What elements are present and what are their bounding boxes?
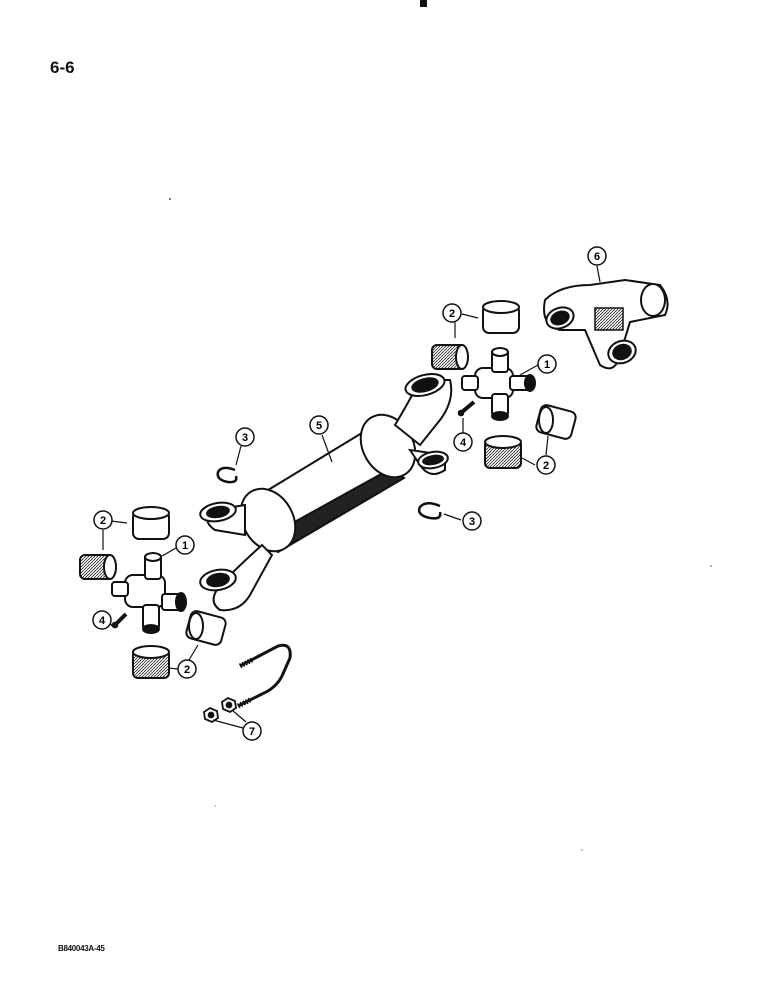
universal-joint-cross-left [111, 552, 187, 634]
svg-text:6: 6 [594, 251, 600, 263]
svg-text:3: 3 [469, 516, 475, 528]
svg-text:4: 4 [99, 615, 106, 627]
bearing-cup-right-upper [482, 300, 520, 334]
svg-text:1: 1 [544, 359, 550, 371]
callout-3-lower: 3 [462, 511, 482, 531]
bearing-cup-left-upper-needle [79, 554, 117, 580]
shaft-yoke-right [393, 373, 453, 475]
svg-text:5: 5 [316, 420, 322, 432]
top-register-mark [420, 0, 427, 7]
shaft-yoke-left [199, 501, 274, 612]
bearing-cup-left-lower [132, 645, 170, 679]
page-number: 6-6 [50, 58, 75, 77]
callout-1-left: 1 [175, 535, 195, 555]
bearing-cup-left-side [185, 610, 227, 646]
callout-4-right: 4 [453, 432, 473, 452]
callout-5: 5 [309, 415, 329, 435]
svg-text:4: 4 [460, 437, 467, 449]
svg-text:2: 2 [100, 515, 106, 527]
hex-nut-2 [221, 696, 237, 714]
svg-text:3: 3 [242, 432, 248, 444]
svg-text:2: 2 [184, 664, 190, 676]
u-bolt [236, 643, 292, 709]
callout-2-left-lower: 2 [177, 659, 197, 679]
scan-specks [169, 198, 712, 851]
hex-nut-1 [203, 706, 219, 724]
svg-text:2: 2 [543, 460, 549, 472]
callout-2-left-upper: 2 [93, 510, 113, 530]
grease-fitting-right [457, 400, 476, 417]
bearing-cup-left-upper [132, 506, 170, 540]
snap-ring-lower [417, 502, 442, 520]
snap-ring-upper [216, 466, 238, 484]
bearing-cup-right-upper-needle [431, 344, 469, 370]
universal-joint-cross-right [461, 347, 536, 421]
callout-1-right: 1 [537, 354, 557, 374]
callout-6: 6 [587, 246, 607, 266]
drive-shaft-tube [239, 413, 417, 554]
svg-text:7: 7 [249, 726, 255, 738]
callout-3-upper: 3 [235, 427, 255, 447]
figure-code: B840043A-45 [58, 944, 105, 953]
callout-4-left: 4 [92, 610, 112, 630]
slip-yoke [543, 278, 669, 370]
callout-2-right-upper: 2 [442, 303, 462, 323]
grease-fitting-left [111, 612, 128, 629]
bearing-cup-right-side [535, 404, 577, 440]
svg-text:2: 2 [449, 308, 455, 320]
svg-text:1: 1 [182, 540, 188, 552]
callout-2-right-lower: 2 [536, 455, 556, 475]
bearing-cup-right-lower [484, 435, 522, 469]
callout-7: 7 [242, 721, 262, 741]
